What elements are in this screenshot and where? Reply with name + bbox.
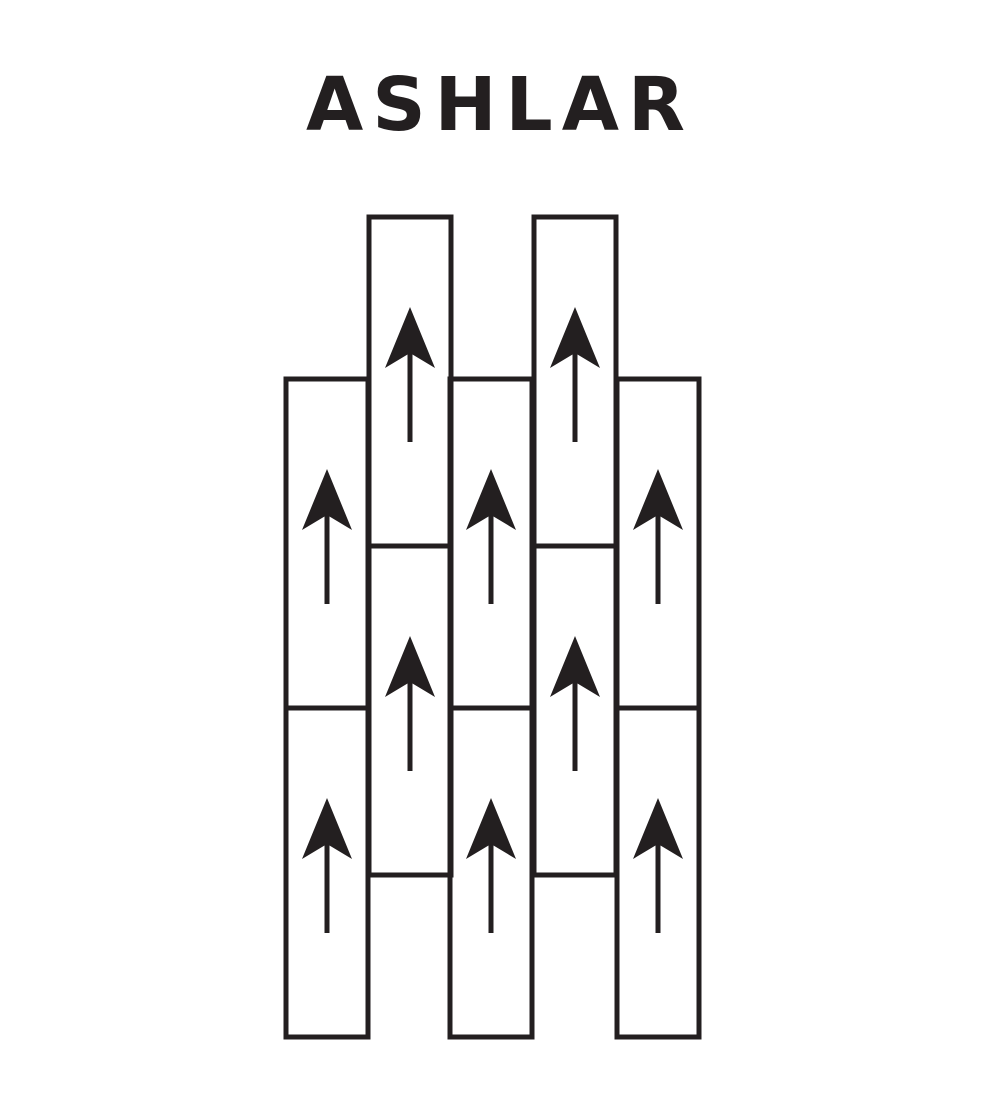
up-arrow-icon (633, 798, 683, 933)
tiles-group (283, 214, 702, 1040)
up-arrow-icon (550, 636, 600, 771)
up-arrow-icon (466, 798, 516, 933)
up-arrow-icon (550, 307, 600, 442)
up-arrow-icon (385, 636, 435, 771)
arrows-group (302, 307, 683, 933)
up-arrow-icon (302, 798, 352, 933)
up-arrow-icon (385, 307, 435, 442)
up-arrow-icon (466, 469, 516, 604)
up-arrow-icon (302, 469, 352, 604)
page-title: ASHLAR (306, 62, 694, 148)
tile-5-2 (614, 705, 702, 1040)
up-arrow-icon (633, 469, 683, 604)
